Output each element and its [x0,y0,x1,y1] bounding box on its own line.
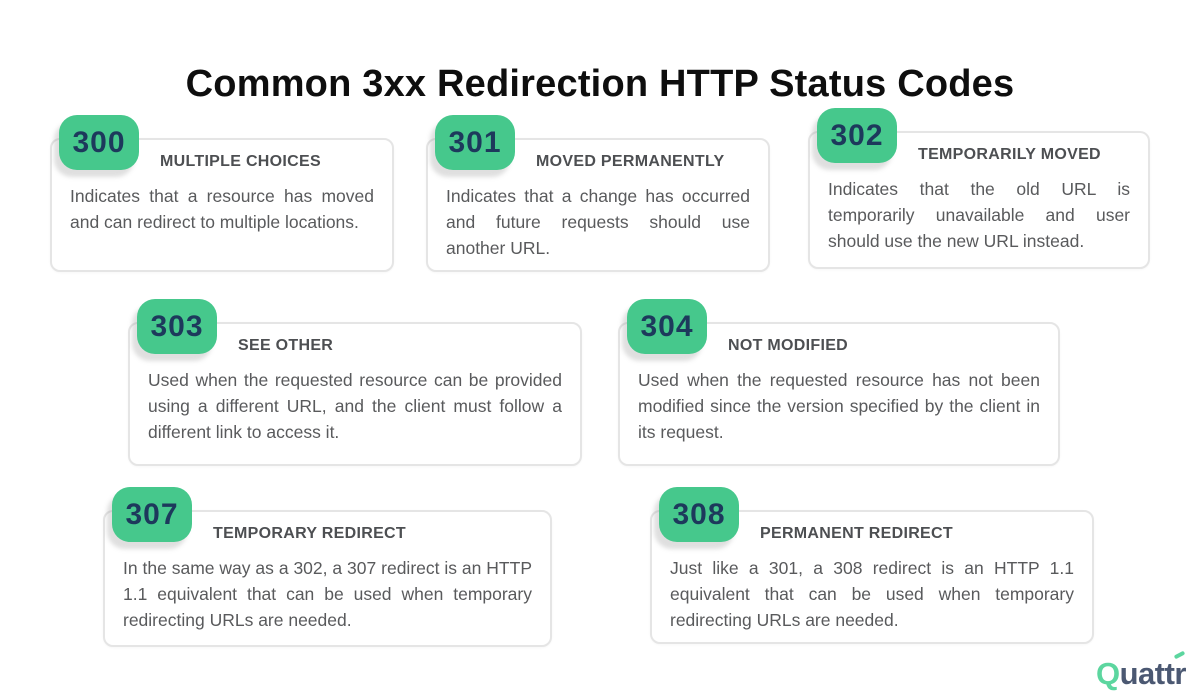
status-title-308: PERMANENT REDIRECT [760,525,953,542]
status-code-number: 300 [72,125,126,159]
status-description-304: Used when the requested resource has not… [638,370,1040,442]
status-code-number: 307 [125,497,179,531]
page-title: Common 3xx Redirection HTTP Status Codes [185,63,1015,106]
status-code-number: 301 [448,125,502,159]
status-code-number: 308 [672,497,726,531]
status-code-badge-301: 301 [435,115,515,170]
status-title-304: NOT MODIFIED [728,337,849,354]
status-description-300: Indicates that a resource has moved and … [70,186,374,232]
status-code-badge-304: 304 [627,299,707,354]
status-description-307: In the same way as a 302, a 307 redirect… [123,558,532,630]
status-card-304: 304 NOT MODIFIED Used when the requested… [618,299,1060,466]
status-code-badge-303: 303 [137,299,217,354]
quattr-logo-middle: uatt [1119,656,1175,691]
status-description-303: Used when the requested resource can be … [148,370,562,442]
status-card-302: 302 TEMPORARILY MOVED Indicates that the… [808,108,1150,269]
status-title-300: MULTIPLE CHOICES [160,153,321,170]
quattr-logo: Quattr [1095,656,1187,692]
status-code-number: 304 [640,309,694,343]
status-description-308: Just like a 301, a 308 redirect is an HT… [670,558,1074,630]
status-card-308: 308 PERMANENT REDIRECT Just like a 301, … [650,487,1094,644]
status-code-number: 302 [830,118,884,152]
quattr-logo-r: r [1174,656,1186,691]
status-code-badge-307: 307 [112,487,192,542]
quattr-logo-q: Q [1095,656,1120,691]
status-code-badge-308: 308 [659,487,739,542]
status-card-300: 300 MULTIPLE CHOICES Indicates that a re… [50,115,394,272]
status-description-302: Indicates that the old URL is temporaril… [828,179,1130,251]
status-card-301: 301 MOVED PERMANENTLY Indicates that a c… [426,115,770,272]
status-code-badge-302: 302 [817,108,897,163]
status-code-number: 303 [150,309,204,343]
status-card-303: 303 SEE OTHER Used when the requested re… [128,299,582,466]
status-description-301: Indicates that a change has occurred and… [446,186,750,258]
status-title-302: TEMPORARILY MOVED [918,146,1101,163]
status-code-badge-300: 300 [59,115,139,170]
status-title-303: SEE OTHER [238,337,334,354]
status-title-301: MOVED PERMANENTLY [536,153,725,170]
status-title-307: TEMPORARY REDIRECT [213,525,406,542]
status-card-307: 307 TEMPORARY REDIRECT In the same way a… [103,487,552,647]
